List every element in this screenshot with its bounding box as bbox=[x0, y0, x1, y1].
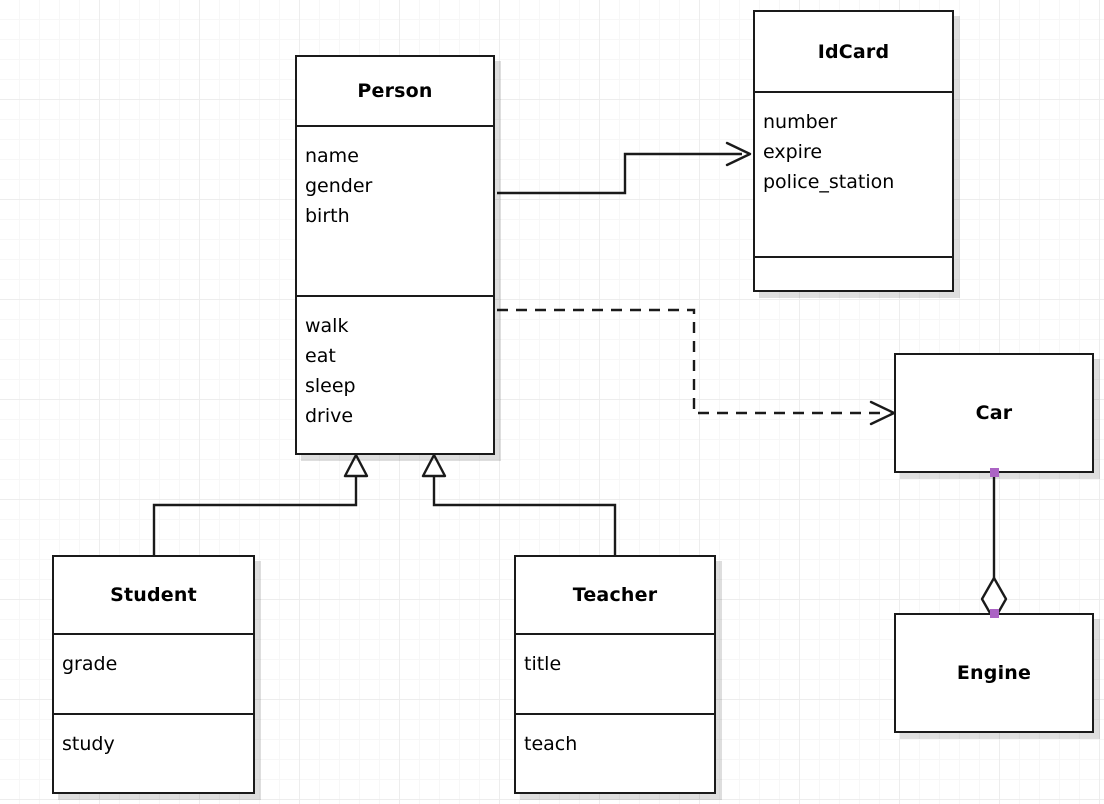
uml-class-person[interactable]: Person name gender birth walk eat sleep … bbox=[295, 55, 495, 455]
attribute-item: number bbox=[763, 111, 838, 133]
edge-handle-car-end[interactable] bbox=[990, 468, 999, 477]
method-item: sleep bbox=[305, 375, 356, 397]
attribute-item: gender bbox=[305, 175, 373, 197]
method-item: eat bbox=[305, 345, 336, 367]
class-attributes-idcard: number expire police_station bbox=[755, 91, 952, 256]
class-title-person: Person bbox=[357, 80, 433, 102]
class-attributes-person: name gender birth bbox=[297, 125, 493, 295]
class-title-student: Student bbox=[110, 584, 197, 606]
class-title-teacher: Teacher bbox=[572, 584, 658, 606]
class-title-idcard: IdCard bbox=[817, 40, 890, 63]
method-item: walk bbox=[305, 315, 349, 337]
uml-class-student[interactable]: Student grade study bbox=[52, 555, 255, 794]
edge-handle-engine-end[interactable] bbox=[990, 609, 999, 618]
class-methods-idcard bbox=[755, 256, 952, 290]
attribute-item: birth bbox=[305, 205, 350, 227]
open-arrowhead-icon bbox=[725, 141, 752, 167]
hollow-triangle-arrowhead-icon bbox=[343, 453, 369, 478]
edge-student-person[interactable] bbox=[152, 453, 369, 557]
uml-class-teacher[interactable]: Teacher title teach bbox=[514, 555, 716, 794]
edge-person-car[interactable] bbox=[497, 308, 896, 426]
hollow-triangle-arrowhead-icon bbox=[421, 453, 447, 478]
class-title-car: Car bbox=[975, 402, 1013, 424]
attribute-item: name bbox=[305, 145, 359, 167]
attribute-item: grade bbox=[62, 653, 118, 675]
edge-car-engine[interactable] bbox=[980, 473, 1008, 622]
open-arrowhead-icon bbox=[869, 400, 896, 426]
uml-class-car[interactable]: Car bbox=[894, 353, 1094, 473]
class-attributes-student: grade bbox=[54, 633, 253, 713]
class-methods-person: walk eat sleep drive bbox=[297, 295, 493, 453]
class-methods-teacher: teach bbox=[516, 713, 714, 792]
edge-teacher-person[interactable] bbox=[421, 453, 617, 557]
uml-class-engine[interactable]: Engine bbox=[894, 613, 1094, 733]
attribute-item: police_station bbox=[763, 171, 895, 193]
attribute-item: title bbox=[524, 653, 562, 675]
class-methods-student: study bbox=[54, 713, 253, 792]
method-item: drive bbox=[305, 405, 354, 427]
class-attributes-teacher: title bbox=[516, 633, 714, 713]
edge-person-idcard[interactable] bbox=[497, 141, 752, 195]
attribute-item: expire bbox=[763, 141, 823, 163]
uml-class-idcard[interactable]: IdCard number expire police_station bbox=[753, 10, 954, 292]
method-item: teach bbox=[524, 733, 578, 755]
method-item: study bbox=[62, 733, 115, 755]
class-title-engine: Engine bbox=[956, 662, 1032, 684]
